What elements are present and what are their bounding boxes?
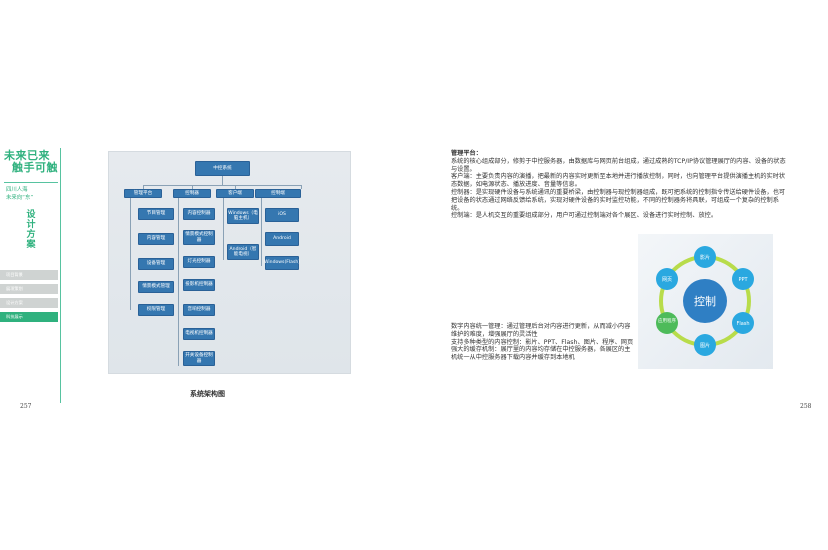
cycle-label-web: 网页 <box>662 277 672 283</box>
node-ios-terminal: iOS <box>265 208 299 222</box>
connector <box>130 198 131 310</box>
paragraph: 控制端：是人机交互的重要组成部分，用户可通过控制端对各个展区、设备进行实时控制、… <box>451 212 718 220</box>
cycle-node-ppt <box>732 268 754 290</box>
menu-item-background[interactable]: 项目背景 <box>0 270 58 280</box>
connector <box>178 198 179 366</box>
cycle-center-label: 控制 <box>694 294 716 308</box>
node-windows-client: Windows（电脑主机） <box>227 208 259 224</box>
brand-line-1: 未来已来 <box>4 149 50 162</box>
node-terminal: 控制端 <box>255 189 301 198</box>
node-client: 客户端 <box>216 189 254 198</box>
node-manage-platform: 管理平台 <box>124 189 162 198</box>
node-content-manage: 内容管理 <box>138 233 174 245</box>
cycle-node-web <box>656 268 678 290</box>
page-number-left: 257 <box>20 403 32 410</box>
platform-description: 管理平台： 系统的核心组成部分，修剪于中控服务器，由数据库与网页前台组成，通过成… <box>451 150 787 220</box>
feature-list: 数字内容统一管理：通过管理后台对内容进行更新，从而减小内容维护的难度，增强展厅的… <box>451 323 634 362</box>
node-root: 中控系统 <box>195 161 250 176</box>
node-scene-manage: 情景模式管理 <box>138 281 174 293</box>
section-title-vertical: 设 计 方 案 <box>22 210 40 250</box>
connector <box>222 176 223 185</box>
cycle-label-app: 应用程序 <box>658 317 676 324</box>
cycle-label-ppt: PPT <box>738 277 748 283</box>
connector <box>235 185 236 189</box>
slogan-line-1: 四川人海 <box>6 187 28 193</box>
cycle-center-circle <box>683 279 727 323</box>
brand-line-2: 触手可触 <box>12 161 58 174</box>
node-projector-controller: 投影机控制器 <box>183 279 215 291</box>
slogan-line-2: 未来向“东” <box>6 195 34 201</box>
diagram-caption: 系统架构图 <box>190 390 225 398</box>
paragraph: 系统的核心组成部分，修剪于中控服务器，由数据库与网页前台组成，通过成熟的TCP/… <box>451 157 786 173</box>
cycle-label-film: 影片 <box>700 254 710 261</box>
menu-item-tech[interactable]: 科技展示 <box>0 312 58 322</box>
cycle-node-film <box>694 246 716 268</box>
connector <box>192 185 193 189</box>
section-title-char: 案 <box>26 240 36 250</box>
section-title-char: 设 <box>26 210 36 220</box>
node-audio-controller: 音响控制器 <box>183 304 215 316</box>
section-heading: 管理平台： <box>451 150 482 157</box>
cycle-label-flash: Flash <box>736 321 749 327</box>
feature-item: 支持多种类型的内容控制：影片、PPT、Flash、图片、程序、网页 <box>451 338 634 346</box>
slogan: 四川人海 未来向“东” <box>6 186 33 202</box>
feature-item: 强大的缓存机制：展厅里的内容均存储在中控服务器，各展区的主机统一从中控服务器下载… <box>451 346 631 362</box>
cycle-svg: 控制 影片 PPT Flash 图片 应用程序 网页 <box>656 246 754 356</box>
feature-item: 数字内容统一管理：通过管理后台对内容进行更新，从而减小内容维护的难度，增强展厅的… <box>451 323 631 338</box>
cycle-node-flash <box>732 312 754 334</box>
node-controller: 控制器 <box>173 189 211 198</box>
sidebar-divider <box>60 148 61 403</box>
architecture-diagram: 中控系统 管理平台 控制器 客户端 控制端 节目管理 内容管理 设备管理 情景模… <box>108 151 351 374</box>
node-program-manage: 节目管理 <box>138 208 174 220</box>
section-title-char: 计 <box>26 220 36 230</box>
node-android-terminal: Android <box>265 232 299 246</box>
node-content-controller: 内容控制器 <box>183 208 215 220</box>
node-switch-controller: 开关设备控制器 <box>183 351 215 366</box>
menu-item-planning[interactable]: 展项策划 <box>0 284 58 294</box>
node-device-manage: 设备管理 <box>138 258 174 270</box>
paragraph: 控制器：是实现硬件设备与系统通讯的重要桥梁，由控制器与现控制器组成，既可把系统的… <box>451 188 786 212</box>
page-number-right: 258 <box>800 403 812 410</box>
cycle-node-app <box>656 312 678 334</box>
connector <box>143 185 301 186</box>
brand-logo: 未来已来 触手可触 <box>4 150 58 183</box>
control-cycle-diagram: 控制 影片 PPT Flash 图片 应用程序 网页 <box>638 234 773 369</box>
node-android-client: Android（智能电视） <box>227 244 259 260</box>
node-windows-flash-terminal: Windows(Flash) <box>264 256 300 270</box>
paragraph: 客户端：主要负责内容的演播，把最新的内容实时更新至本地并进行播放控制，同时，也向… <box>451 173 786 189</box>
cycle-label-image: 图片 <box>700 342 710 349</box>
node-scene-controller: 情景模式控制器 <box>183 230 215 245</box>
cycle-node-image <box>694 334 716 356</box>
node-tv-controller: 电视机控制器 <box>183 328 215 340</box>
menu-item-design[interactable]: 设计方案 <box>0 298 58 308</box>
connector <box>223 198 224 260</box>
connector <box>301 185 302 189</box>
connector <box>143 185 144 189</box>
node-light-controller: 灯光控制器 <box>183 256 215 268</box>
node-permission-manage: 权限管理 <box>138 304 174 316</box>
connector <box>261 198 262 266</box>
section-title-char: 方 <box>26 230 36 240</box>
section-menu: 项目背景 展项策划 设计方案 科技展示 <box>0 270 58 326</box>
